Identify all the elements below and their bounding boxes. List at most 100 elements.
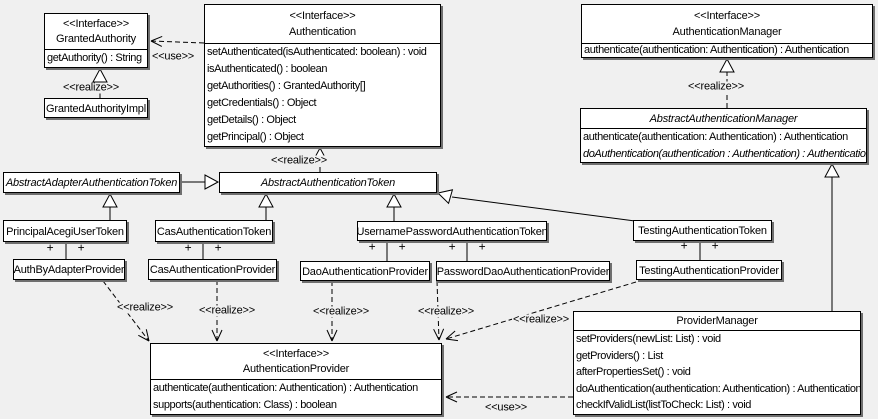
- multiplicity-label: +: [398, 239, 406, 254]
- class-name: Authentication: [289, 26, 356, 39]
- class-name: DaoAuthenticationProvider: [302, 265, 428, 278]
- class-auth-by-adapter-provider[interactable]: AuthByAdapterProvider: [13, 259, 125, 280]
- class-abstract-authentication-token[interactable]: AbstractAuthenticationToken: [219, 172, 437, 193]
- stereotype-label: <<Interface>>: [63, 17, 129, 30]
- class-title: TestingAuthenticationToken: [634, 221, 771, 240]
- class-title: CasAuthenticationProvider: [149, 260, 276, 279]
- class-title: <<Interface>> GrantedAuthority: [45, 14, 147, 49]
- open-arrowhead-icon: [445, 338, 459, 342]
- method-label: afterPropertiesSet() : void: [576, 366, 691, 379]
- open-arrowhead-icon: [433, 328, 440, 341]
- multiplicity-label: +: [214, 240, 222, 255]
- method-label: getAuthorities() : GrantedAuthority[]: [207, 80, 366, 92]
- class-name: GrantedAuthority: [56, 33, 136, 46]
- class-title: DaoAuthenticationProvider: [301, 262, 429, 280]
- method-label: getDetails() : Object: [207, 114, 296, 126]
- triangle-arrowhead-icon: [258, 192, 274, 208]
- open-arrowhead-icon: [211, 329, 218, 342]
- methods-compartment: authenticate(authentication: Authenticat…: [581, 128, 866, 161]
- edge-stereotype-label: <<realize>>: [62, 81, 120, 94]
- methods-compartment: authenticate(authentication: Authenticat…: [151, 379, 441, 413]
- class-name: CasAuthenticationToken: [156, 225, 272, 238]
- class-name: TestingAuthenticationProvider: [639, 264, 779, 277]
- edge-stereotype-label: <<realize>>: [270, 154, 328, 167]
- class-abstract-adapter-authentication-token[interactable]: AbstractAdapterAuthenticationToken: [3, 172, 180, 193]
- edge-stereotype-label: <<realize>>: [687, 80, 745, 93]
- method-label: getProviders() : List: [576, 349, 663, 362]
- open-arrowhead-icon: [331, 329, 338, 342]
- multiplicity-label: +: [46, 240, 54, 255]
- edge-stereotype-label: <<use>>: [483, 401, 529, 414]
- open-arrowhead-icon: [150, 35, 163, 42]
- class-authentication[interactable]: <<Interface>> Authentication setAuthentica…: [204, 4, 441, 147]
- class-password-dao-authentication-provider[interactable]: PasswordDaoAuthenticationProvider: [436, 261, 610, 281]
- class-principal-acegi-user-token[interactable]: PrincipalAcegiUserToken: [3, 220, 127, 242]
- triangle-arrowhead-icon: [824, 162, 840, 178]
- multiplicity-label: +: [368, 239, 376, 254]
- class-granted-authority-impl[interactable]: GrantedAuthorityImpl: [44, 98, 148, 118]
- class-testing-authentication-token[interactable]: TestingAuthenticationToken: [633, 220, 772, 241]
- class-title: <<Interface>> AuthenticationProvider: [151, 344, 441, 379]
- class-testing-authentication-provider[interactable]: TestingAuthenticationProvider: [636, 260, 782, 280]
- triangle-arrowhead-icon: [719, 57, 735, 73]
- class-title: <<Interface>> AuthenticationManager: [582, 5, 872, 43]
- multiplicity-label: +: [448, 239, 456, 254]
- class-name: GrantedAuthorityImpl: [46, 102, 146, 115]
- edge-stereotype-label: <<realize>>: [312, 305, 370, 318]
- stereotype-label: <<Interface>>: [694, 9, 760, 22]
- method-label: authenticate(authentication: Authenticat…: [584, 44, 849, 56]
- edge-generalization-testingtoken-to-abstracttoken: [436, 189, 636, 222]
- triangle-arrowhead-icon: [436, 189, 454, 205]
- edge-stereotype-label: <<use>>: [150, 50, 196, 63]
- multiplicity-label: +: [184, 240, 192, 255]
- class-name: AuthenticationManager: [672, 26, 782, 39]
- edge-use-providermanager-to-authenticationprovider: [445, 391, 573, 403]
- edge-use-authentication-to-grantedauthority: [150, 35, 205, 47]
- class-authentication-manager[interactable]: <<Interface>> AuthenticationManager authen…: [581, 4, 873, 58]
- class-title: AbstractAuthenticationToken: [220, 173, 436, 192]
- open-arrowhead-icon: [150, 40, 163, 47]
- edge-stereotype-label: <<realize>>: [116, 301, 174, 314]
- class-cas-authentication-token[interactable]: CasAuthenticationToken: [155, 220, 273, 242]
- class-dao-authentication-provider[interactable]: DaoAuthenticationProvider: [300, 261, 430, 281]
- edge-stereotype-label: <<realize>>: [417, 305, 475, 318]
- method-label: doAuthentication(authentication : Authen…: [583, 147, 866, 160]
- method-label: getCredentials() : Object: [207, 97, 317, 109]
- stereotype-label: <<Interface>>: [289, 9, 356, 22]
- class-name: PrincipalAcegiUserToken: [6, 225, 124, 238]
- open-arrowhead-icon: [216, 329, 223, 342]
- triangle-arrowhead-icon: [204, 174, 220, 190]
- triangle-arrowhead-icon: [102, 192, 118, 208]
- open-arrowhead-icon: [138, 334, 150, 342]
- multiplicity-label: +: [711, 238, 719, 253]
- class-name: ProviderManager: [676, 315, 758, 327]
- class-username-password-authentication-token[interactable]: UsernamePasswordAuthenticationToken: [357, 221, 547, 241]
- method-label: authenticate(authentication: Authenticat…: [153, 382, 418, 394]
- class-name: AuthenticationProvider: [242, 363, 350, 376]
- methods-compartment: setAuthenticated(isAuthenticated: boolea…: [205, 43, 440, 145]
- open-arrowhead-icon: [445, 396, 458, 403]
- class-authentication-provider[interactable]: <<Interface>> AuthenticationProvider authe…: [150, 343, 442, 415]
- edge-generalization-principalacegiusertoken-to-abstractadaptertoken: [102, 192, 118, 220]
- method-label: doAuthentication(authentication: Authent…: [576, 382, 860, 395]
- method-label: authenticate(authentication: Authenticat…: [583, 131, 848, 143]
- open-arrowhead-icon: [445, 391, 458, 398]
- class-title: CasAuthenticationToken: [156, 221, 272, 241]
- class-name: AbstractAuthenticationManager: [649, 112, 798, 125]
- edge-generalization-providermanager-to-abstractauthenticationmanager: [824, 162, 840, 311]
- class-name: UsernamePasswordAuthenticationToken: [358, 225, 546, 238]
- open-arrowhead-icon: [445, 330, 456, 340]
- class-name: AbstractAuthenticationToken: [260, 177, 396, 189]
- stereotype-label: <<Interface>>: [263, 347, 329, 360]
- class-abstract-authentication-manager[interactable]: AbstractAuthenticationManager authenticat…: [580, 108, 867, 163]
- class-title: AuthByAdapterProvider: [14, 260, 124, 279]
- class-cas-authentication-provider[interactable]: CasAuthenticationProvider: [148, 259, 277, 280]
- method-label: getPrincipal() : Object: [207, 131, 304, 143]
- class-title: GrantedAuthorityImpl: [45, 99, 147, 117]
- edge-generalization-casauthenticationtoken-to-abstracttoken: [258, 192, 274, 220]
- method-label: supports(authentication: Class) : boolea…: [153, 399, 337, 411]
- method-label: checkIfValidList(listToCheck: List) : vo…: [576, 399, 751, 412]
- class-title: UsernamePasswordAuthenticationToken: [358, 222, 546, 240]
